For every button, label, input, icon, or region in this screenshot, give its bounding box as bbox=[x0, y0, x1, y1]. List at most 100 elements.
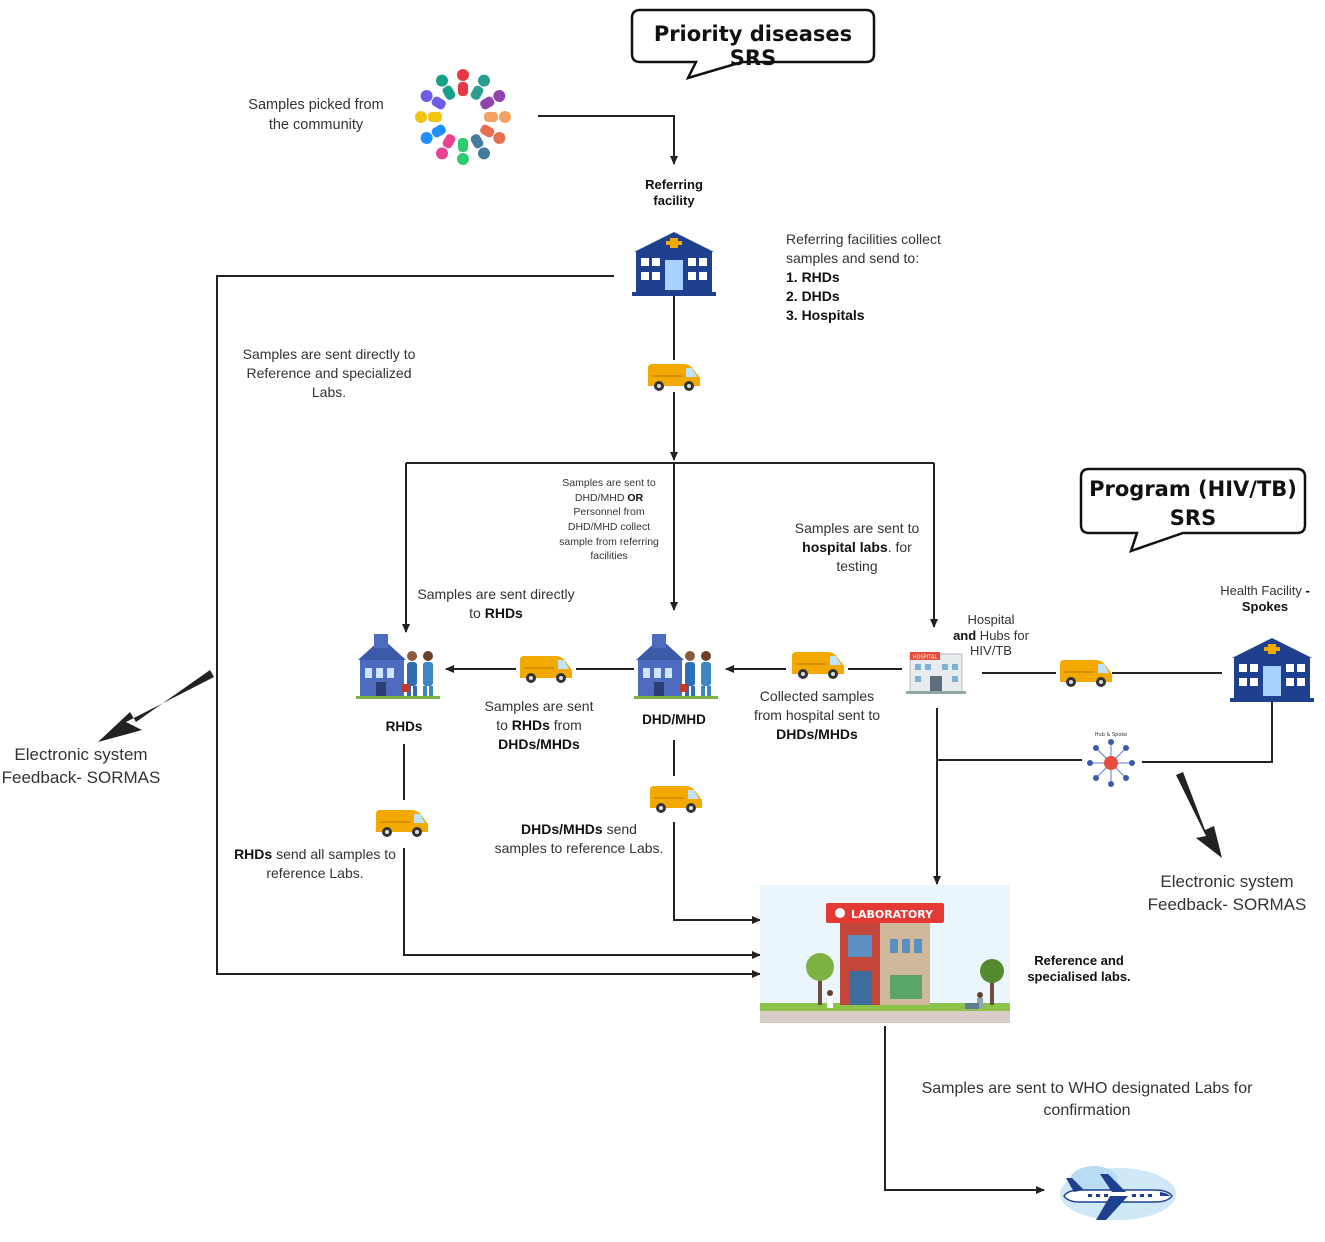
label-hospital-and: and bbox=[953, 627, 977, 643]
label-dhd-sent-line3: Personnel from bbox=[573, 506, 645, 519]
label-referring-collect: Referring facilities collect samples and… bbox=[786, 230, 941, 324]
speech-bubble-program bbox=[1079, 467, 1307, 554]
label-referring-facility: Referring facility bbox=[624, 177, 724, 210]
hub-spoke-icon: Hub & Spoke bbox=[1087, 732, 1135, 787]
label-health-facility-text: Health Facility bbox=[1220, 583, 1306, 598]
van-icon-spokes-to-hospital bbox=[1060, 660, 1112, 687]
feedback-arrow-right bbox=[1176, 772, 1222, 858]
label-collected-line1: Collected samples bbox=[759, 688, 875, 704]
hospital-building-icon: HOSPITAL bbox=[906, 652, 966, 694]
label-to-rhd-from: from bbox=[549, 716, 582, 733]
label-rhd-send-rest: send all samples to bbox=[272, 846, 396, 862]
laboratory-illustration: LABORATORY bbox=[760, 885, 1010, 1023]
van-icon-rhd-to-lab bbox=[376, 810, 428, 837]
label-collected-line3: DHDs/MHDs bbox=[776, 725, 858, 742]
spokes-facility-building-icon bbox=[1230, 638, 1314, 702]
label-feedback-right-line2: Feedback- SORMAS bbox=[1147, 894, 1307, 914]
label-to-rhd-line2: to RHDs from bbox=[468, 716, 610, 735]
label-dhd-send-line2: samples to reference Labs. bbox=[494, 839, 664, 856]
label-dhd-send-line1: DHDs/MHDs send bbox=[486, 820, 672, 839]
label-collected-line2: from hospital sent to bbox=[753, 706, 881, 723]
airplane-icon bbox=[1060, 1166, 1176, 1220]
label-collected-samples: Collected samples from hospital sent to … bbox=[742, 687, 892, 744]
label-rhd-direct-to: to bbox=[469, 604, 485, 621]
label-health-facility-dash: - bbox=[1305, 583, 1310, 598]
arrow-lab-to-plane bbox=[884, 1026, 1045, 1194]
label-feedback-right: Electronic system Feedback- SORMAS bbox=[1144, 871, 1310, 917]
referring-facility-building-icon bbox=[632, 232, 716, 296]
van-icon-hospital-to-dhd bbox=[792, 652, 844, 679]
label-community-line2: the community bbox=[268, 116, 364, 133]
label-reference-labs: Reference and specialised labs. bbox=[1018, 953, 1140, 986]
label-to-rhd-to: to bbox=[496, 716, 512, 733]
label-hospital-line3: HIV/TB bbox=[970, 643, 1012, 659]
label-hospital: Hospital and Hubs for HIV/TB bbox=[946, 612, 1036, 659]
callout-priority-text: Priority diseases SRS bbox=[653, 22, 853, 70]
label-dhd-sent-line5: sample from referring bbox=[559, 535, 659, 548]
label-referring-collect-line2: samples and send to: bbox=[786, 249, 920, 266]
label-rhd-direct-line1: Samples are sent directly bbox=[417, 586, 575, 602]
label-dhd-sent-line4: DHD/MHD collect bbox=[567, 521, 651, 534]
label-health-facility-line1: Health Facility - bbox=[1208, 583, 1322, 599]
label-feedback-left-line2: Feedback- SORMAS bbox=[1, 767, 161, 787]
arrow-community-to-referring bbox=[538, 115, 678, 165]
label-feedback-left: Electronic system Feedback- SORMAS bbox=[0, 744, 162, 790]
arrow-referring-to-reflabs bbox=[216, 275, 761, 978]
label-health-facility-spokes: Spokes bbox=[1241, 599, 1289, 615]
label-who-labs: Samples are sent to WHO designated Labs … bbox=[900, 1078, 1274, 1121]
label-reference-labs-line2: specialised labs. bbox=[1027, 969, 1131, 985]
label-community: Samples picked from the community bbox=[236, 96, 396, 135]
label-hosp-sent-rest: . for bbox=[887, 538, 912, 555]
label-dhd-send: DHDs/MHDs send samples to reference Labs… bbox=[486, 820, 672, 858]
label-rhd-direct: Samples are sent directly to RHDs bbox=[408, 585, 584, 623]
label-feedback-left-line1: Electronic system bbox=[14, 745, 148, 764]
label-dhd-sent: Samples are sent to DHD/MHD OR Personnel… bbox=[548, 476, 670, 564]
label-referring-line2: facility bbox=[653, 193, 695, 209]
label-rhd-send: RHDs send all samples to reference Labs. bbox=[228, 845, 402, 883]
label-hospital-hubs: Hubs for bbox=[976, 627, 1029, 643]
label-referring-collect-item3: 3. Hospitals bbox=[786, 306, 865, 323]
label-to-rhd-from-dhd: Samples are sent to RHDs from DHDs/MHDs bbox=[468, 697, 610, 754]
label-dhd-sent-line1: Samples are sent to bbox=[562, 477, 656, 489]
label-hosp-sent-bold: hospital labs bbox=[802, 538, 888, 555]
line-spokes-down bbox=[1142, 702, 1273, 763]
label-dhd-sent-or: OR bbox=[627, 491, 644, 504]
label-to-rhd-bold: RHDs bbox=[511, 716, 550, 733]
van-icon-dhd-to-rhd bbox=[520, 656, 572, 683]
label-hosp-sent-line3: testing bbox=[836, 557, 878, 574]
community-people-icon bbox=[415, 69, 511, 165]
label-hospital-sent: Samples are sent to hospital labs. for t… bbox=[782, 519, 932, 576]
label-dhd-sent-line2: DHD/MHD OR bbox=[548, 491, 670, 506]
feedback-arrow-left bbox=[98, 670, 214, 742]
label-community-line1: Samples picked from bbox=[248, 97, 384, 113]
label-who-line1: Samples are sent to WHO designated Labs … bbox=[921, 1080, 1253, 1097]
label-hospital-line2: and Hubs for bbox=[946, 628, 1036, 644]
label-rhd-send-line1: RHDs send all samples to bbox=[228, 845, 402, 864]
label-direct-ref-line2: Reference and specialized bbox=[246, 364, 412, 381]
arrow-rhd-to-lab bbox=[403, 848, 761, 959]
label-who-line2: confirmation bbox=[1043, 1101, 1131, 1119]
label-hospital-line1: Hospital bbox=[967, 612, 1015, 627]
van-icon-referring bbox=[648, 364, 700, 391]
callout-program-line1: Program (HIV/TB) bbox=[1089, 477, 1297, 501]
label-direct-ref-line3: Labs. bbox=[311, 383, 347, 400]
dhd-building-icon bbox=[634, 634, 718, 699]
label-dhd-sent-line6: facilities bbox=[590, 550, 628, 563]
label-referring-line1: Referring bbox=[645, 177, 703, 192]
label-dhd-mhd: DHD/MHD bbox=[642, 712, 706, 727]
label-dhd-send-rest: send bbox=[602, 821, 637, 837]
label-referring-collect-item1: 1. RHDs bbox=[786, 268, 840, 285]
label-health-facility: Health Facility - Spokes bbox=[1208, 583, 1322, 616]
label-rhds: RHDs bbox=[385, 719, 423, 734]
hub-spoke-title: Hub & Spoke bbox=[1095, 732, 1127, 738]
label-hosp-sent-line2: hospital labs. for bbox=[782, 538, 932, 557]
label-dhd-sent-line2a: DHD/MHD bbox=[574, 491, 628, 504]
callout-program-line2: SRS bbox=[1169, 506, 1217, 530]
label-hosp-sent-line1: Samples are sent to bbox=[794, 520, 920, 536]
label-to-rhd-line3: DHDs/MHDs bbox=[498, 735, 580, 752]
label-feedback-right-line1: Electronic system bbox=[1160, 872, 1294, 891]
label-rhd-direct-line2: to RHDs bbox=[408, 604, 584, 623]
label-referring-collect-line1: Referring facilities collect bbox=[786, 231, 941, 247]
label-direct-to-reference: Samples are sent directly to Reference a… bbox=[228, 345, 430, 402]
label-reference-labs-line1: Reference and bbox=[1034, 953, 1124, 968]
